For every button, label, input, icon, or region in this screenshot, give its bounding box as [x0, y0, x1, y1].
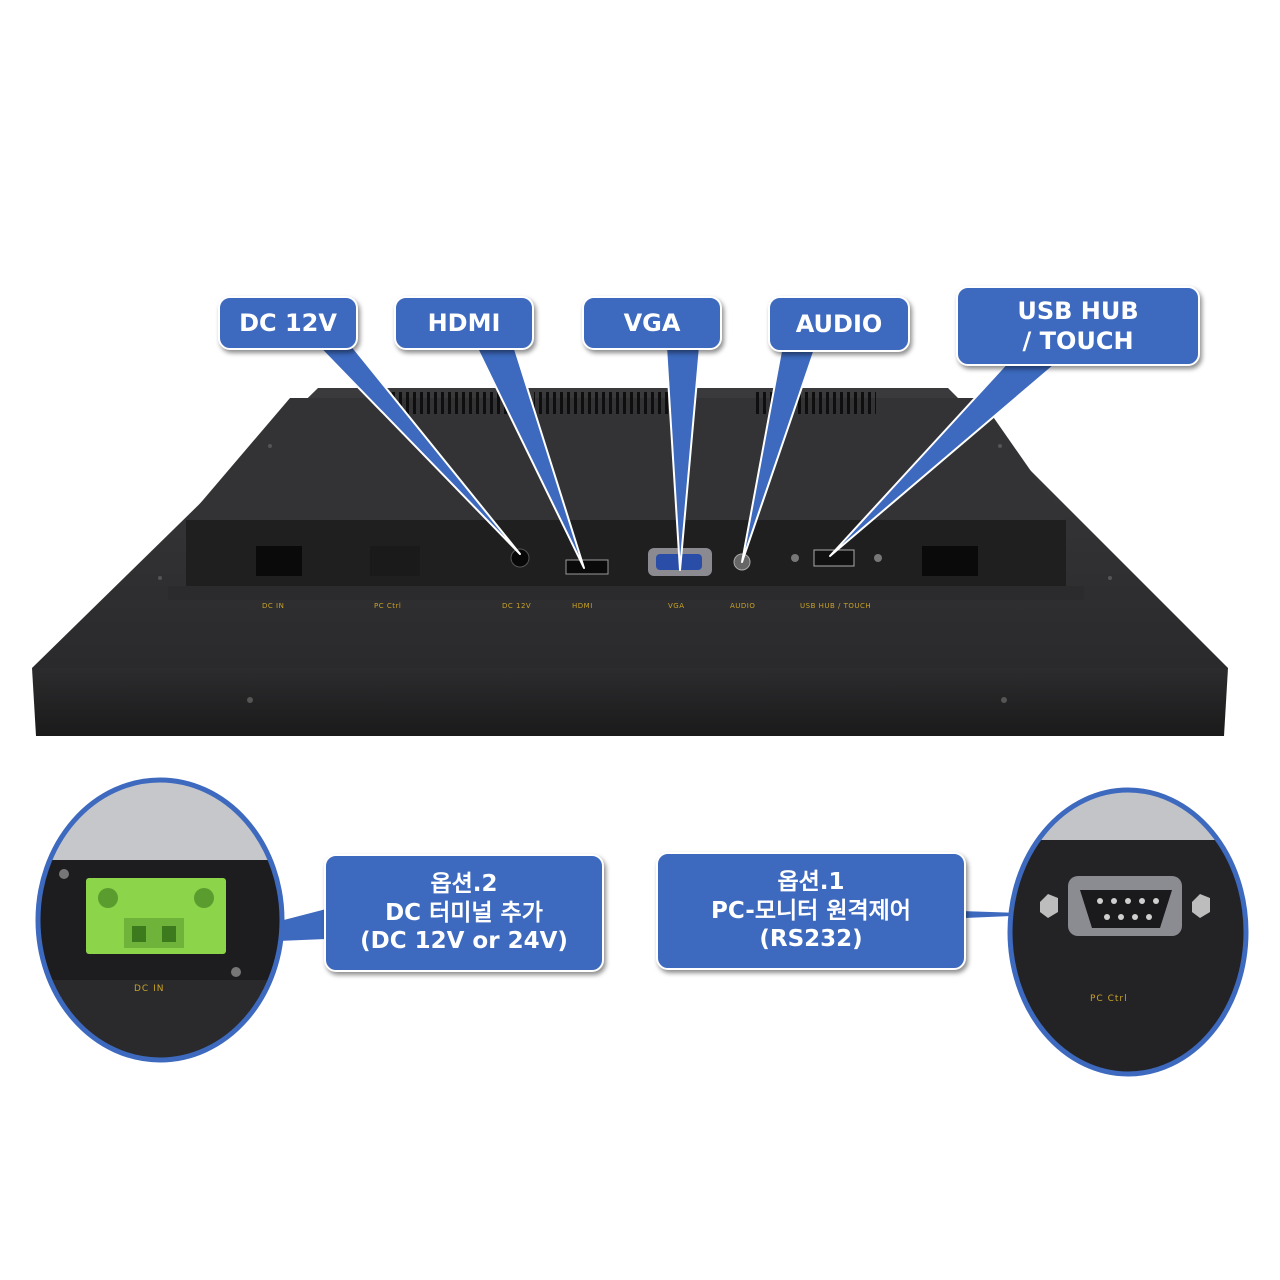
- callout-option2-dc-terminal: 옵션.2 DC 터미널 추가 (DC 12V or 24V): [324, 854, 604, 972]
- dc-12v-port: [510, 548, 530, 568]
- usb-screw-right: [874, 554, 882, 562]
- vent-grille-left: [392, 392, 522, 414]
- io-panel: [186, 520, 1066, 590]
- callout-usb-touch-line1: USB HUB: [1017, 297, 1139, 325]
- callout-audio: AUDIO: [768, 296, 910, 352]
- case-screws: [158, 444, 1112, 703]
- callout-dc-12v-text: DC 12V: [239, 309, 337, 337]
- callout-usb-touch: USB HUB / TOUCH: [956, 286, 1200, 366]
- vent-grille-center: [534, 392, 668, 414]
- port-label-pc-ctrl: PC Ctrl: [374, 602, 402, 610]
- callout-option2-line2: DC 터미널 추가: [385, 899, 543, 926]
- zoom-label-dc-in: DC IN: [134, 984, 165, 994]
- callout-option1-line1: 옵션.1: [777, 868, 845, 895]
- callout-vga-text: VGA: [623, 309, 681, 337]
- callout-audio-text: AUDIO: [795, 310, 883, 338]
- zoom-label-pc-ctrl: PC Ctrl: [1090, 994, 1128, 1004]
- dc-in-port: [256, 546, 302, 576]
- pc-ctrl-port: [370, 546, 420, 576]
- callout-option2-line3: (DC 12V or 24V): [360, 928, 568, 955]
- spare-port: [922, 546, 978, 576]
- usb-screw-left: [791, 554, 799, 562]
- zoom-rs232-port: [1007, 787, 1249, 1077]
- callout-dc-12v: DC 12V: [218, 296, 358, 350]
- port-label-dc-in: DC IN: [262, 602, 285, 610]
- callout-hdmi-text: HDMI: [427, 309, 501, 337]
- port-label-dc-12v: DC 12V: [502, 602, 532, 610]
- callout-usb-touch-line2: / TOUCH: [1022, 327, 1134, 355]
- port-label-vga: VGA: [668, 602, 685, 610]
- callout-option2-line1: 옵션.2: [430, 870, 498, 897]
- dc-terminal-block: [86, 878, 226, 954]
- monitor-case-side: [32, 668, 1228, 736]
- callout-hdmi: HDMI: [394, 296, 534, 350]
- io-panel-flange: [168, 586, 1084, 600]
- port-label-audio: AUDIO: [730, 602, 756, 610]
- hdmi-port: [565, 559, 609, 575]
- callout-option1-line3: (RS232): [759, 926, 863, 953]
- callout-option1-rs232: 옵션.1 PC-모니터 원격제어 (RS232): [656, 852, 966, 970]
- callout-option1-line2: PC-모니터 원격제어: [711, 897, 911, 924]
- port-label-usb-touch: USB HUB / TOUCH: [800, 602, 872, 610]
- port-label-hdmi: HDMI: [572, 602, 593, 610]
- callout-vga: VGA: [582, 296, 722, 350]
- callout-pointers: [179, 345, 1083, 947]
- zoom-dc-terminal: [35, 777, 285, 1063]
- usb-port: [813, 549, 855, 567]
